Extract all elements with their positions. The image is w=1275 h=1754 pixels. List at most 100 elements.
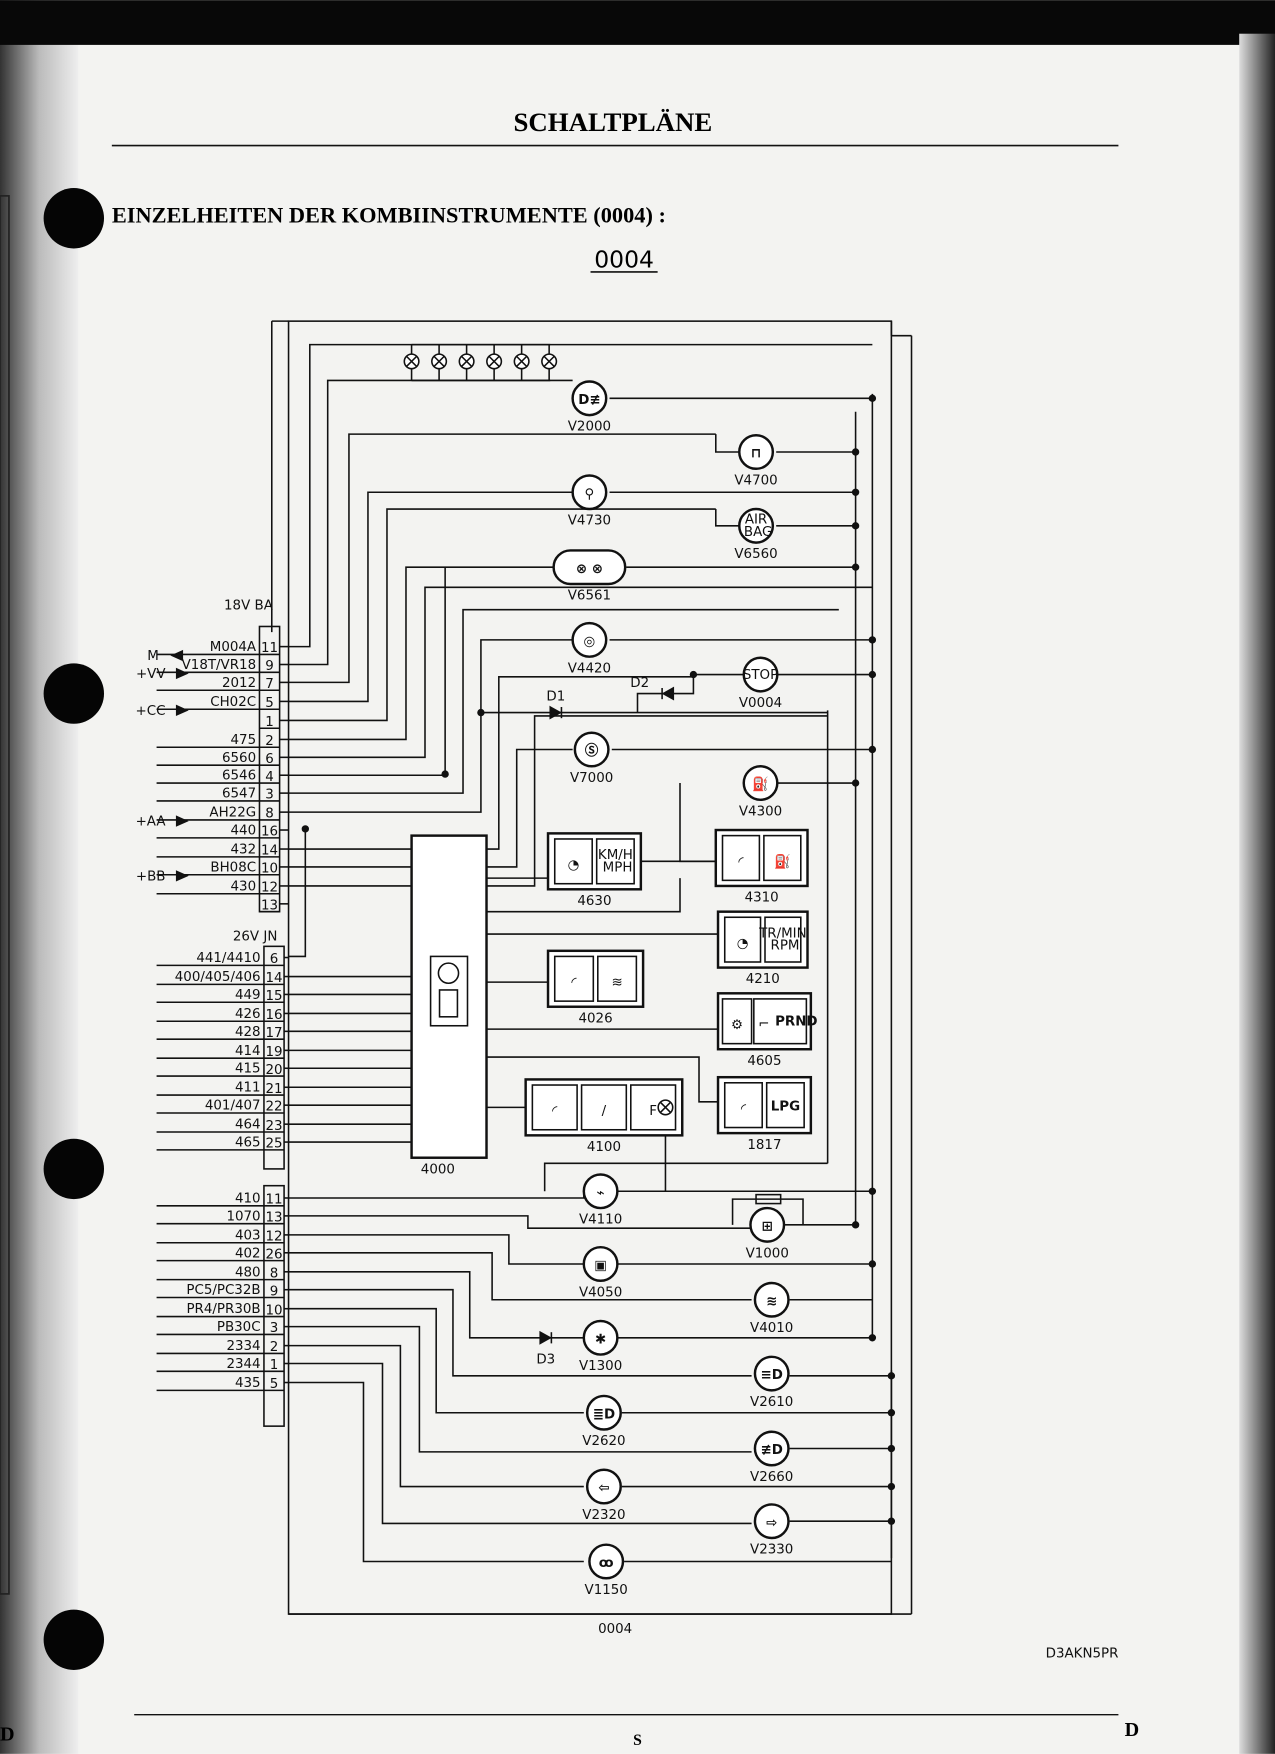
junction-dot bbox=[441, 770, 449, 778]
junction-dot bbox=[868, 636, 877, 644]
glow-plug-icon bbox=[588, 1543, 625, 1580]
wire bbox=[288, 586, 873, 759]
wire bbox=[715, 509, 741, 527]
module-label: 1817 bbox=[747, 1138, 781, 1153]
wire bbox=[288, 433, 716, 684]
module-cell-text: TR/MIN RPM bbox=[758, 926, 807, 953]
pin-number: 1 bbox=[265, 715, 274, 730]
wire bbox=[288, 1381, 584, 1563]
reference-code: D3AKN5PR bbox=[1046, 1647, 1119, 1662]
module-label: 4310 bbox=[745, 891, 779, 906]
module-cell-text-line: TR/MIN bbox=[758, 926, 807, 941]
bulb-cross bbox=[433, 355, 445, 367]
lamp-label: V6561 bbox=[568, 589, 611, 604]
wire-label: 403 bbox=[235, 1228, 261, 1243]
wire-label: PC5/PC32B bbox=[186, 1283, 260, 1298]
wire-label: 2344 bbox=[226, 1357, 260, 1372]
wire-label: BH08C bbox=[210, 860, 256, 875]
pin-number: 6 bbox=[270, 952, 279, 967]
wire-label: 428 bbox=[235, 1025, 261, 1040]
junction-dot bbox=[868, 394, 877, 403]
module-cell-text: KM/H MPH bbox=[598, 848, 633, 875]
wire-label: 465 bbox=[235, 1136, 261, 1151]
diode-label: D1 bbox=[546, 689, 565, 704]
pin-number: 12 bbox=[261, 881, 278, 896]
right-indicator-icon-glyph: ⇨ bbox=[766, 1516, 777, 1531]
instrument-cluster-diagram: 18V BA11M004AM9V18T/VR18+VV720125CH02C+C… bbox=[136, 320, 913, 1615]
wire-label: V18T/VR18 bbox=[182, 658, 256, 673]
lamp-label: V6560 bbox=[734, 547, 777, 562]
text-cell bbox=[764, 916, 802, 963]
pin-number: 5 bbox=[270, 1377, 279, 1392]
bulb-cross bbox=[516, 355, 528, 367]
brake-wear-icon-glyph: ◎ bbox=[584, 634, 596, 649]
page-letter-left: D bbox=[0, 1723, 15, 1745]
wire-label: 441/4410 bbox=[196, 951, 260, 966]
wire bbox=[486, 878, 681, 913]
right-indicator-icon bbox=[753, 1503, 790, 1540]
passenger-airbag-off-icon-glyph: ⊗ ⊗ bbox=[576, 562, 603, 577]
page-title: SCHALTPLÄNE bbox=[513, 107, 712, 137]
pin-number: 14 bbox=[261, 844, 278, 859]
wire bbox=[288, 1307, 584, 1414]
diode-label: D2 bbox=[630, 676, 649, 691]
wire-label: 480 bbox=[235, 1265, 261, 1280]
abs-icon-glyph: Ⓢ bbox=[585, 742, 599, 759]
wire-label: 410 bbox=[235, 1191, 261, 1206]
pin-number: 3 bbox=[270, 1321, 279, 1336]
chip-icon bbox=[438, 989, 459, 1018]
glow-plug-icon-glyph: ꝏ bbox=[599, 1556, 614, 1571]
wire bbox=[288, 639, 573, 813]
oil-pressure-icon-glyph: ⌁ bbox=[597, 1186, 605, 1201]
pin-number: 4 bbox=[265, 770, 274, 785]
wire-label: 411 bbox=[235, 1081, 261, 1096]
module-4310 bbox=[714, 828, 809, 888]
module-cell-text: LPG bbox=[771, 1100, 800, 1115]
low-beam-icon-glyph: ≡D bbox=[761, 1368, 783, 1383]
arrow-right-icon bbox=[175, 815, 189, 827]
bulb-cross bbox=[461, 355, 473, 367]
left-page-edge bbox=[0, 195, 10, 1595]
bulb-cross bbox=[405, 355, 418, 367]
wire bbox=[486, 1056, 719, 1103]
gauge-icon-cell bbox=[531, 1084, 578, 1131]
module-4026 bbox=[546, 949, 645, 1008]
wire-label: 449 bbox=[235, 988, 261, 1003]
tachometer-icon: ◔ bbox=[737, 936, 749, 951]
pin-number: 8 bbox=[270, 1266, 279, 1281]
lamp-label: V1300 bbox=[579, 1359, 622, 1374]
junction-dot bbox=[851, 563, 860, 571]
wire-label: 430 bbox=[231, 879, 257, 894]
arrow-right-icon bbox=[175, 667, 189, 680]
gauge-icon-cell bbox=[723, 1082, 763, 1129]
pin-number: 26 bbox=[265, 1247, 282, 1262]
junction-dot bbox=[868, 670, 877, 679]
wire bbox=[288, 1344, 584, 1488]
preheating-icon-glyph: ✱ bbox=[595, 1332, 606, 1347]
module-1817 bbox=[716, 1075, 813, 1135]
module-4210 bbox=[716, 910, 809, 969]
lamp-text-line: AIR bbox=[745, 513, 767, 528]
module-cell-text: PRND bbox=[775, 1015, 818, 1030]
high-beam-icon-glyph: ≣D bbox=[593, 1407, 615, 1422]
junction-dot bbox=[887, 1372, 896, 1380]
rear-fog-lamp-icon bbox=[571, 380, 608, 417]
stop-icon bbox=[742, 656, 779, 693]
pin-number: 7 bbox=[265, 677, 274, 692]
wire-label: 402 bbox=[235, 1246, 261, 1261]
pin-number: 2 bbox=[265, 734, 274, 749]
arrow-right-icon bbox=[175, 704, 189, 717]
pin-number: 3 bbox=[265, 788, 274, 803]
wire-label: 440 bbox=[231, 824, 257, 839]
left-indicator-icon bbox=[585, 1468, 622, 1505]
low-beam-icon bbox=[753, 1355, 790, 1392]
wire bbox=[288, 676, 694, 850]
pin-number: 2 bbox=[270, 1340, 279, 1355]
section-heading: EINZELHEITEN DER KOMBIINSTRUMENTE (0004)… bbox=[112, 203, 666, 228]
wire-label: 401/407 bbox=[205, 1099, 261, 1114]
pin-number: 13 bbox=[265, 1210, 282, 1225]
pin-number: 8 bbox=[265, 807, 274, 822]
brake-wear-icon bbox=[571, 621, 608, 658]
junction-dot bbox=[868, 745, 877, 754]
preheating-icon bbox=[582, 1319, 619, 1356]
